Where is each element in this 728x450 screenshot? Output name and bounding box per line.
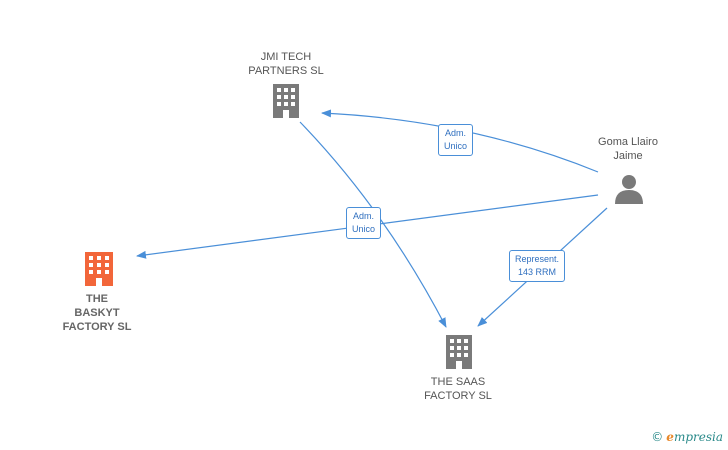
node-label-line: THE <box>86 293 108 305</box>
node-label-line: PARTNERS SL <box>248 65 324 77</box>
edge-badge-adm-baskyt[interactable]: Adm. Unico <box>346 207 382 239</box>
node-label-line: Jaime <box>613 150 643 162</box>
brand-logo-text: mpresia <box>673 430 723 444</box>
edge-badge-line: 143 RRM <box>518 267 557 277</box>
person-icon[interactable] <box>615 175 643 204</box>
node-label-line: FACTORY SL <box>424 390 492 402</box>
edge-badge-adm-jmi[interactable]: Adm. Unico <box>438 124 474 156</box>
edge-badge-line: Adm. <box>445 128 467 138</box>
edge-badge-represent[interactable]: Represent. 143 RRM <box>509 250 566 282</box>
node-label-line: FACTORY SL <box>62 321 132 333</box>
edge-badge-line: Adm. <box>353 211 375 221</box>
node-label-jmi[interactable]: JMI TECH PARTNERS SL <box>236 50 336 78</box>
node-label-line: Goma Llairo <box>598 136 658 148</box>
node-label-line: THE SAAS <box>430 376 486 388</box>
node-label-person[interactable]: Goma Llairo Jaime <box>578 135 678 163</box>
node-label-baskyt[interactable]: THE BASKYT FACTORY SL <box>47 292 147 334</box>
building-icon-highlighted[interactable] <box>85 252 113 286</box>
building-icon[interactable] <box>273 84 299 118</box>
node-label-line: JMI TECH <box>260 51 312 63</box>
edge-badge-line: Unico <box>444 141 468 151</box>
node-label-saas[interactable]: THE SAAS FACTORY SL <box>408 375 508 403</box>
edge-badge-line: Unico <box>352 224 376 234</box>
building-icon[interactable] <box>446 335 472 369</box>
brand-logo-e: e <box>666 430 674 444</box>
brand-footer: ©empresia <box>651 430 723 444</box>
node-label-line: BASKYT <box>74 307 120 319</box>
copyright-icon: © <box>651 430 664 444</box>
edge-badge-line: Represent. <box>515 254 560 264</box>
